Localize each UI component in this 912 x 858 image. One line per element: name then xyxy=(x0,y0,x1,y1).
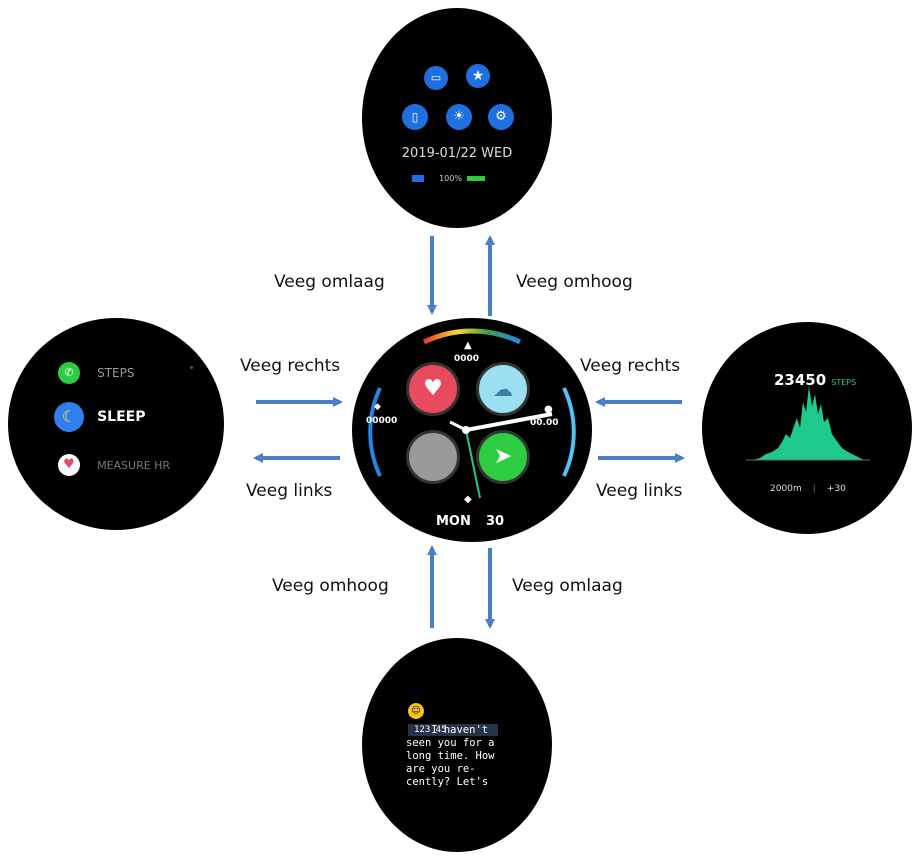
label-left-left: Veeg links xyxy=(246,481,333,501)
battery-text: 100% xyxy=(439,174,462,183)
battery-bar xyxy=(467,176,486,181)
scroll-indicator xyxy=(190,366,193,369)
label-right-right: Veeg rechts xyxy=(580,356,681,376)
list-item[interactable]: ♥ MEASURE HR xyxy=(58,454,170,476)
message-body: I haven't seen you for a long time. How … xyxy=(406,724,495,788)
watch-hands xyxy=(449,412,553,499)
bottom-watch-screen: ☺ 123 45 I haven't seen you for a long t… xyxy=(362,638,552,852)
list-item-label: MEASURE HR xyxy=(97,458,171,472)
moon-icon[interactable] xyxy=(406,430,460,484)
label-right-left: Veeg links xyxy=(596,481,683,501)
date-label: 30 xyxy=(486,514,505,529)
divider: | xyxy=(812,484,816,494)
steps-unit: STEPS xyxy=(831,378,857,387)
top-watch-screen: ▭ ★ ▯ ☀ ⚙ 2019-01/22 WED 100% xyxy=(362,8,552,228)
center-watch-screen: ▲ 0000 ◆ 00000 ● 00.00 ♥ ☁ ➤ ◆ MON 30 xyxy=(352,318,592,542)
right-watch-screen: 23450 STEPS 2000m | +30 xyxy=(702,322,912,534)
brightness-icon[interactable]: ☀ xyxy=(446,104,472,130)
flame-icon: ▲ xyxy=(464,340,472,351)
list-item[interactable]: ✆ STEPS xyxy=(58,362,134,384)
phone-icon[interactable]: ▯ xyxy=(402,104,428,130)
label-top-up: Veeg omhoog xyxy=(516,272,633,292)
message-sender: 123 45 xyxy=(408,723,498,736)
steps-row: 23450 STEPS xyxy=(774,370,856,389)
weather-icon[interactable]: ☁ xyxy=(476,362,530,416)
settings-icon[interactable]: ⚙ xyxy=(488,104,514,130)
star-icon[interactable]: ★ xyxy=(466,64,490,88)
message-header: ☺ 123 45 xyxy=(408,700,518,736)
label-left-right: Veeg rechts xyxy=(240,356,341,376)
steps-histogram xyxy=(746,386,870,461)
running-icon[interactable]: ➤ xyxy=(476,430,530,484)
steps-value: 23450 xyxy=(774,371,827,389)
moon-icon: ☾ xyxy=(54,402,84,432)
list-item-label: SLEEP xyxy=(97,409,146,425)
battery-row: 100% xyxy=(412,168,486,183)
heart-rate-icon[interactable]: ♥ xyxy=(406,362,460,416)
contact-icon: ☺ xyxy=(408,702,424,719)
label-bottom-down: Veeg omlaag xyxy=(512,576,623,596)
location-icon: ● xyxy=(544,404,553,415)
apps-icon[interactable]: ▭ xyxy=(424,66,448,90)
left-value: 00000 xyxy=(366,416,398,426)
drop-icon-bottom: ◆ xyxy=(464,494,472,505)
drop-icon-left: ◆ xyxy=(374,402,381,412)
watch-rings xyxy=(368,328,576,477)
stats-row: 2000m | +30 xyxy=(770,476,846,495)
left-watch-screen: ✆ STEPS ☾ SLEEP ♥ MEASURE HR xyxy=(8,318,224,530)
date-text: 2019-01/22 WED xyxy=(401,146,513,161)
extra-value: +30 xyxy=(826,484,846,494)
right-value: 00.00 xyxy=(530,418,559,428)
top-value: 0000 xyxy=(454,354,480,364)
heart-icon: ♥ xyxy=(58,454,80,476)
distance-value: 2000m xyxy=(770,484,802,494)
day-label: MON xyxy=(436,514,471,529)
battery-icon xyxy=(412,175,424,182)
label-top-down: Veeg omlaag xyxy=(274,272,385,292)
phone-icon: ✆ xyxy=(58,362,80,384)
list-item[interactable]: ☾ SLEEP xyxy=(54,402,146,432)
label-bottom-up: Veeg omhoog xyxy=(272,576,389,596)
list-item-label: STEPS xyxy=(97,366,135,380)
